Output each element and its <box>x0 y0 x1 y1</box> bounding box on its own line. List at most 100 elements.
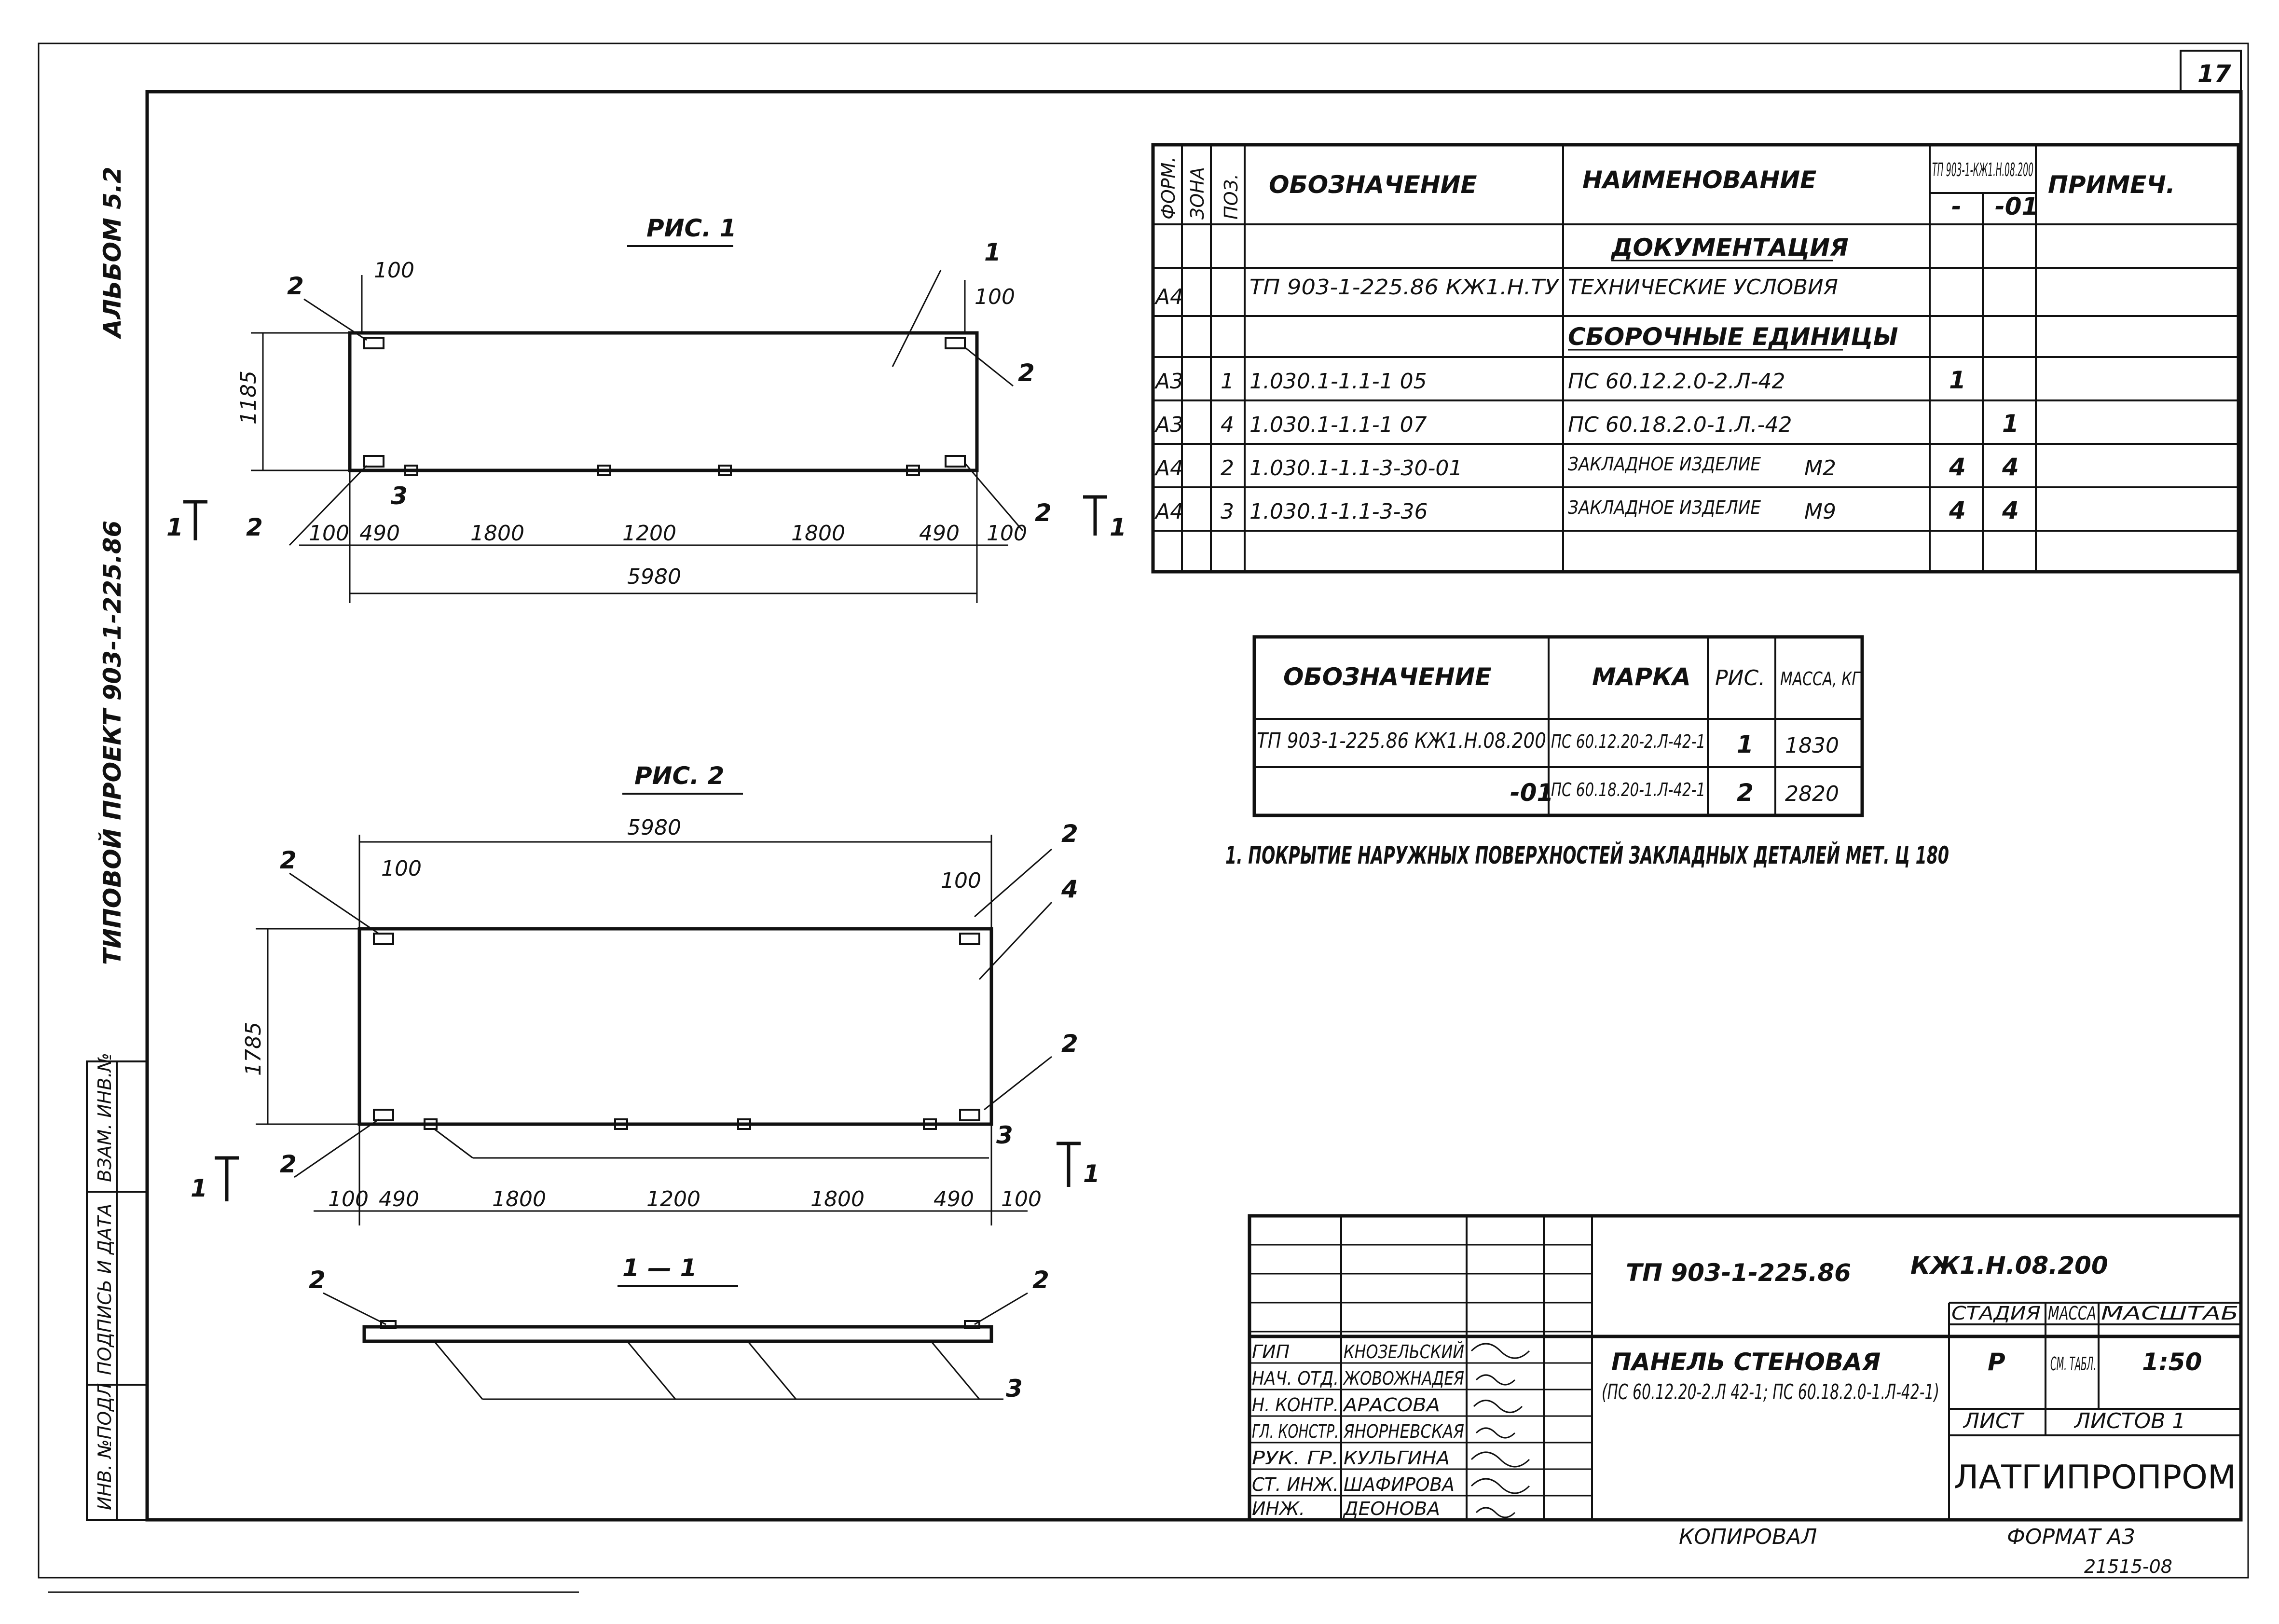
tb-mass-label: МАССА <box>2048 1303 2096 1324</box>
mass-table: ОБОЗНАЧЕНИЕ МАРКА РИС. МАССА, КГ ТП 903-… <box>1252 635 1864 817</box>
spec-row3-q2: 4 <box>2002 453 2019 481</box>
fig2-dim-1: 490 <box>379 1187 419 1211</box>
sheet-number: 17 <box>2197 60 2231 88</box>
footer-copied: КОПИРОВАЛ <box>1679 1525 1817 1549</box>
outer-frame <box>38 42 2249 1579</box>
fig1-section-left: 1 <box>166 513 183 541</box>
fig1-dim-4: 1800 <box>791 521 845 546</box>
spec-row0-name: ТЕХНИЧЕСКИЕ УСЛОВИЯ <box>1568 275 1838 300</box>
spec-row4-q2: 4 <box>2002 496 2019 524</box>
fig1-panel <box>348 331 979 472</box>
mass-h-fig: РИС. <box>1715 666 1765 690</box>
mass-h-mark: МАРКА <box>1592 663 1691 691</box>
spec-section-docs: ДОКУМЕНТАЦИЯ <box>1610 234 1849 261</box>
fig2-callout-2d: 2 <box>280 1150 297 1178</box>
tb-subtitle: (ПС 60.12.20-2.Л 42-1; ПС 60.18.2.0-1.Л-… <box>1602 1380 1939 1404</box>
tb-role-2: Н. КОНТР. <box>1252 1394 1339 1416</box>
spec-row1-name: ПС 60.12.2.0-2.Л-42 <box>1568 369 1785 394</box>
spec-row3-designation: 1.030.1-1.1-3-30-01 <box>1249 456 1462 481</box>
tb-role-5: СТ. ИНЖ. <box>1252 1474 1339 1495</box>
spec-row3-pos: 2 <box>1221 456 1234 481</box>
fig2-callout-2c: 2 <box>1061 1030 1078 1058</box>
spec-h-pos: ПОЗ. <box>1221 174 1242 220</box>
drawing-frame <box>145 90 2243 1522</box>
signatures <box>1470 1343 1530 1518</box>
tb-scale-label: МАСШТАБ <box>2101 1303 2238 1324</box>
mass-row1-mark: ПС 60.18.20-1.Л-42-1 <box>1551 779 1705 800</box>
fig2-title: РИС. 2 <box>634 762 724 790</box>
tb-code: ТП 903-1-225.86 <box>1626 1259 1851 1287</box>
fig1-dim-1: 490 <box>359 521 400 546</box>
spec-h-designation: ОБОЗНАЧЕНИЕ <box>1269 171 1477 199</box>
fig2-top-dim-right: 100 <box>941 868 981 893</box>
footer-inv: 21515-08 <box>2084 1556 2172 1577</box>
section-title: 1 — 1 <box>622 1254 697 1282</box>
spec-row2-pos: 4 <box>1221 413 1234 437</box>
stamp-col-inv: ИНВ. №ПОДЛ <box>94 1383 115 1511</box>
sheet-number-box <box>2180 50 2242 93</box>
tb-stage: Р <box>1988 1348 2005 1376</box>
tb-company: ЛАТГИПРОПРОМ <box>1954 1459 2236 1497</box>
fig1-dim-5: 490 <box>919 521 960 546</box>
fig2-callout-3: 3 <box>996 1121 1013 1149</box>
spec-row0-designation: ТП 903-1-225.86 КЖ1.Н.ТУ <box>1249 275 1560 300</box>
fig2-top-dim-left: 100 <box>381 856 422 881</box>
spec-h-name: НАИМЕНОВАНИЕ <box>1582 166 1816 194</box>
fig1-dim-3: 1200 <box>622 521 676 546</box>
mass-h-designation: ОБОЗНАЧЕНИЕ <box>1283 663 1492 691</box>
spec-h-zone: ЗОНА <box>1187 167 1208 220</box>
tb-name-3: ЯНОРНЕВСКАЯ <box>1343 1421 1464 1442</box>
fig1-height-dim: 1185 <box>236 371 261 425</box>
fig1-dim-6: 100 <box>987 521 1027 546</box>
fig1-callout-2c: 2 <box>246 513 263 541</box>
section-slab <box>362 1325 993 1343</box>
mass-h-mass: МАССА, КГ <box>1780 668 1861 689</box>
mass-row0-mass: 1830 <box>1785 733 1839 758</box>
tb-role-3: ГЛ. КОНСТР. <box>1252 1421 1339 1442</box>
section-1-1: 1 — 1 2 2 3 <box>309 1254 1049 1403</box>
fig1-callout-3: 3 <box>391 482 408 510</box>
fig1-top-dim-left: 100 <box>374 258 414 283</box>
spec-row4-designation: 1.030.1-1.1-3-36 <box>1249 499 1428 524</box>
section-callout-2a: 2 <box>309 1266 326 1294</box>
fig1-top-dim-right: 100 <box>975 285 1015 309</box>
spec-row0-format: А4 <box>1154 285 1183 309</box>
spec-h-note: ПРИМЕЧ. <box>2048 171 2175 199</box>
spec-h-variant-2: -01 <box>1995 193 2038 220</box>
tb-name-0: КНОЗЕЛЬСКИЙ <box>1344 1341 1464 1363</box>
fig2-height-dim: 1785 <box>241 1022 266 1076</box>
fig1-callout-2a: 2 <box>287 272 304 300</box>
footer-format: ФОРМАТ А3 <box>2007 1525 2135 1549</box>
spec-row2-name: ПС 60.18.2.0-1.Л.-42 <box>1568 413 1792 437</box>
tb-name-6: ДЕОНОВА <box>1343 1498 1440 1519</box>
fig2-callout-4: 4 <box>1061 875 1078 903</box>
fig2-dim-2: 1800 <box>492 1187 546 1211</box>
spec-row4-mark: М9 <box>1804 499 1836 524</box>
tb-sheets-label: ЛИСТОВ 1 <box>2073 1409 2185 1433</box>
tb-scale: 1:50 <box>2142 1348 2202 1376</box>
tb-role-6: ИНЖ. <box>1252 1498 1305 1519</box>
tb-role-4: РУК. ГР. <box>1252 1447 1339 1469</box>
coating-note: 1. ПОКРЫТИЕ НАРУЖНЫХ ПОВЕРХНОСТЕЙ ЗАКЛАД… <box>1225 841 1949 869</box>
spec-section-units: СБОРОЧНЫЕ ЕДИНИЦЫ <box>1568 323 1898 351</box>
mass-row1-fig: 2 <box>1737 779 1754 807</box>
spec-row2-q2: 1 <box>2002 410 2019 438</box>
fig1-section-right: 1 <box>1110 513 1126 541</box>
fig2-dim-4: 1800 <box>810 1187 865 1211</box>
project-label: ТИПОВОЙ ПРОЕКТ 903-1-225.86 <box>98 521 126 965</box>
fig2-section-left: 1 <box>191 1174 207 1202</box>
spec-table: ФОРМ. ЗОНА ПОЗ. ОБОЗНАЧЕНИЕ НАИМЕНОВАНИЕ… <box>1151 143 2240 574</box>
tb-sheet-label: ЛИСТ <box>1963 1409 2025 1433</box>
fig2-callout-2b: 2 <box>1061 820 1078 848</box>
fig2-dim-0: 100 <box>328 1187 369 1211</box>
spec-row1-designation: 1.030.1-1.1-1 05 <box>1249 369 1427 394</box>
spec-row4-pos: 3 <box>1221 499 1234 524</box>
fig1-callout-2d: 2 <box>1035 499 1052 527</box>
fig2-panel <box>357 927 993 1126</box>
figure-1: РИС. 1 1185 100 100 100 490 1800 1200 18… <box>166 214 1126 603</box>
spec-row1-format: А3 <box>1154 369 1183 394</box>
fig2-section-right: 1 <box>1083 1160 1100 1188</box>
fig2-dim-5: 490 <box>934 1187 974 1211</box>
mass-row0-mark: ПС 60.12.20-2.Л-42-1 <box>1551 731 1705 752</box>
